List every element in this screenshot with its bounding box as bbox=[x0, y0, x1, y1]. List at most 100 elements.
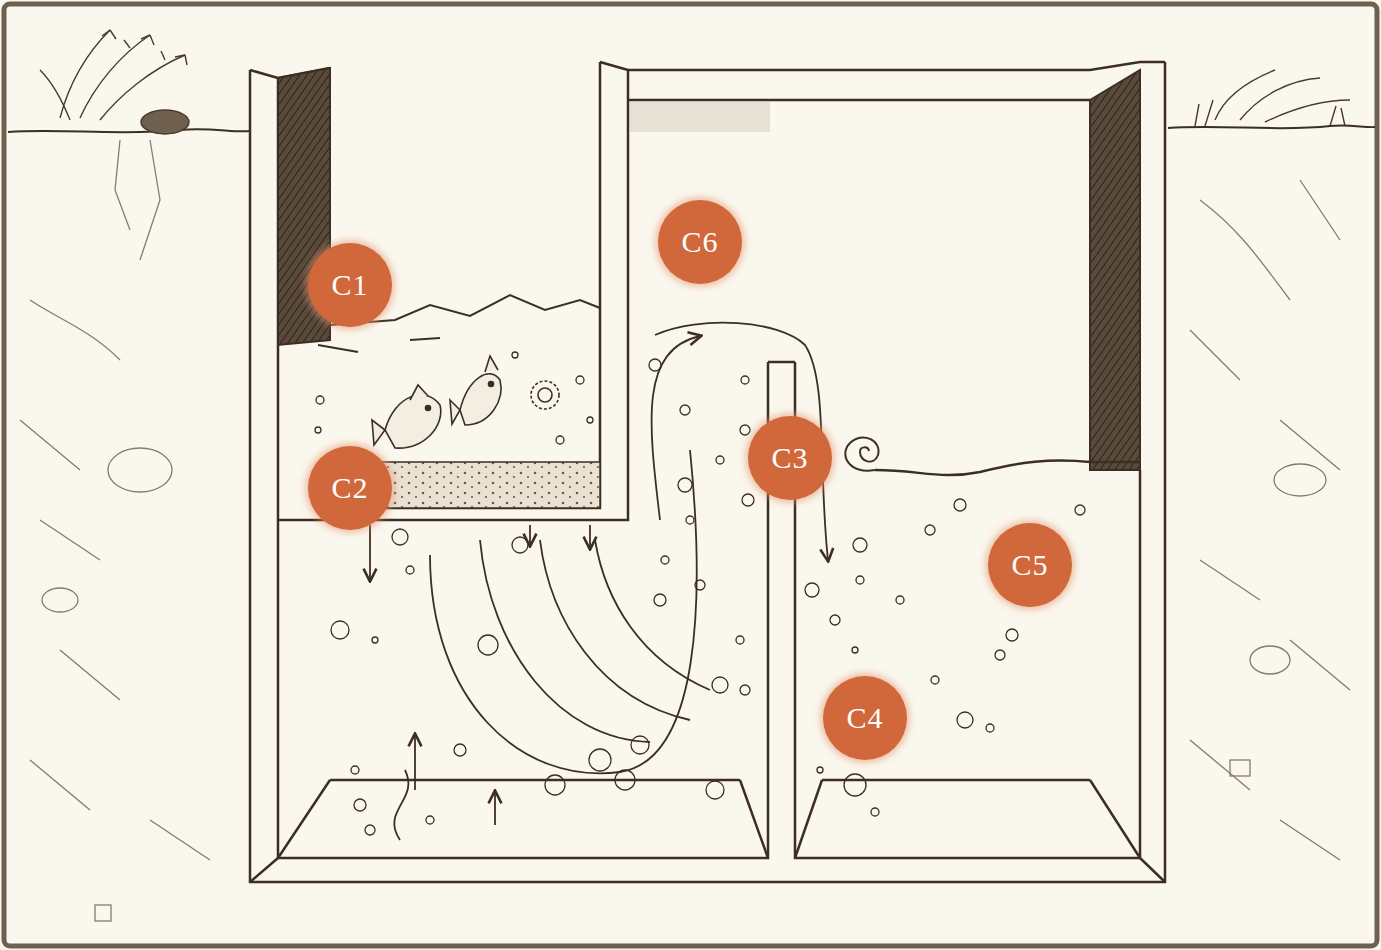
bubbles-part bbox=[680, 405, 690, 415]
flow-arrows-part bbox=[480, 540, 650, 742]
bubbles-part bbox=[925, 525, 935, 535]
shrubs-part bbox=[102, 30, 187, 65]
bubbles-part bbox=[716, 456, 724, 464]
tank-walls-part bbox=[250, 858, 1165, 882]
bubbles-part bbox=[587, 417, 593, 423]
shrubs bbox=[40, 30, 1350, 134]
ground-soil-part bbox=[1250, 646, 1290, 674]
spiral-part bbox=[845, 437, 878, 470]
bubbles-part bbox=[615, 770, 635, 790]
fish-part bbox=[450, 400, 460, 424]
fish-part bbox=[531, 381, 559, 409]
ground-soil-part bbox=[42, 588, 78, 612]
dark-walls-part bbox=[1090, 70, 1140, 470]
dark-walls-part bbox=[630, 102, 770, 132]
bubbles-part bbox=[740, 685, 750, 695]
shrubs-part bbox=[1215, 70, 1350, 122]
bubbles bbox=[315, 352, 1085, 835]
flow-arrows-part bbox=[394, 770, 408, 840]
ground-soil-part bbox=[1168, 125, 1375, 128]
bubbles-part bbox=[871, 808, 879, 816]
ground-soil-part bbox=[1230, 760, 1250, 776]
bubbles-part bbox=[649, 359, 661, 371]
ground-soil-part bbox=[1274, 464, 1326, 496]
tank-walls-part bbox=[330, 779, 1090, 782]
tank-walls-part bbox=[250, 62, 1165, 882]
bubbles-part bbox=[1075, 505, 1085, 515]
callout-circle: C3 bbox=[748, 416, 832, 500]
tank-walls-part bbox=[628, 62, 1165, 100]
bubbles-part bbox=[512, 352, 518, 358]
tank-walls-part bbox=[768, 361, 795, 364]
bubbles-part bbox=[512, 537, 528, 553]
ground-soil-part bbox=[108, 448, 172, 492]
bubbles-part bbox=[954, 499, 966, 511]
fish-part bbox=[385, 395, 441, 448]
ground-soil-part bbox=[8, 129, 250, 132]
ground-soil-part bbox=[1190, 560, 1350, 860]
bubbles-part bbox=[654, 594, 666, 606]
fish-part bbox=[460, 374, 501, 425]
ground-soil-part bbox=[30, 140, 160, 360]
bubbles-part bbox=[740, 425, 750, 435]
bubbles-part bbox=[331, 621, 349, 639]
ground-soil-part bbox=[1190, 180, 1340, 470]
tank-walls bbox=[250, 62, 1165, 882]
bubbles-part bbox=[454, 744, 466, 756]
bubbles-part bbox=[853, 538, 867, 552]
flow-arrows-part bbox=[430, 450, 697, 773]
ground-soil-part bbox=[20, 420, 210, 860]
shrubs-part bbox=[40, 30, 185, 120]
flow-arrows-part bbox=[494, 792, 496, 825]
callout-number: C3 bbox=[771, 443, 808, 473]
bubbles-part bbox=[712, 677, 728, 693]
bubbles-part bbox=[852, 647, 858, 653]
bubbles-part bbox=[316, 396, 324, 404]
bubbles-part bbox=[830, 615, 840, 625]
callout-circle: C6 bbox=[658, 200, 742, 284]
callout-circle: C4 bbox=[823, 676, 907, 760]
shrubs-part bbox=[141, 110, 189, 134]
bubbles-part bbox=[478, 635, 498, 655]
flow-arrows-part bbox=[414, 735, 416, 790]
water-surface-part bbox=[875, 460, 1140, 475]
bubbles-part bbox=[372, 637, 378, 643]
callout-number: C5 bbox=[1011, 550, 1048, 580]
bubbles-part bbox=[351, 766, 359, 774]
bubbles-part bbox=[365, 825, 375, 835]
bubbles-part bbox=[589, 749, 611, 771]
callout-number: C2 bbox=[331, 473, 368, 503]
bubbles-part bbox=[631, 736, 649, 754]
frame bbox=[4, 4, 1377, 946]
spiral bbox=[845, 437, 878, 470]
callout-number: C6 bbox=[681, 227, 718, 257]
bubbles-part bbox=[931, 676, 939, 684]
fish bbox=[372, 356, 559, 448]
bubbles-part bbox=[957, 712, 973, 728]
bubbles-part bbox=[844, 774, 866, 796]
bubbles-part bbox=[392, 529, 408, 545]
callout-circle: C1 bbox=[308, 243, 392, 327]
flow-arrows bbox=[370, 323, 828, 840]
bubbles-part bbox=[736, 636, 744, 644]
callout-circle: C2 bbox=[308, 446, 392, 530]
fish-part bbox=[489, 382, 494, 387]
bubbles-part bbox=[354, 799, 366, 811]
bubbles-part bbox=[805, 583, 819, 597]
bubbles-part bbox=[545, 775, 565, 795]
bubbles-part bbox=[556, 436, 564, 444]
shrubs-part bbox=[1195, 100, 1345, 126]
fish-part bbox=[410, 385, 428, 400]
bubbles-part bbox=[896, 596, 904, 604]
flow-arrows-part bbox=[529, 525, 531, 545]
tank-walls-part bbox=[278, 78, 1140, 858]
bubbles-part bbox=[576, 376, 584, 384]
bubbles-part bbox=[426, 816, 434, 824]
bubbles-part bbox=[995, 650, 1005, 660]
flow-arrows-part bbox=[589, 525, 591, 548]
bubbles-part bbox=[742, 494, 754, 506]
fish-part bbox=[538, 388, 552, 402]
